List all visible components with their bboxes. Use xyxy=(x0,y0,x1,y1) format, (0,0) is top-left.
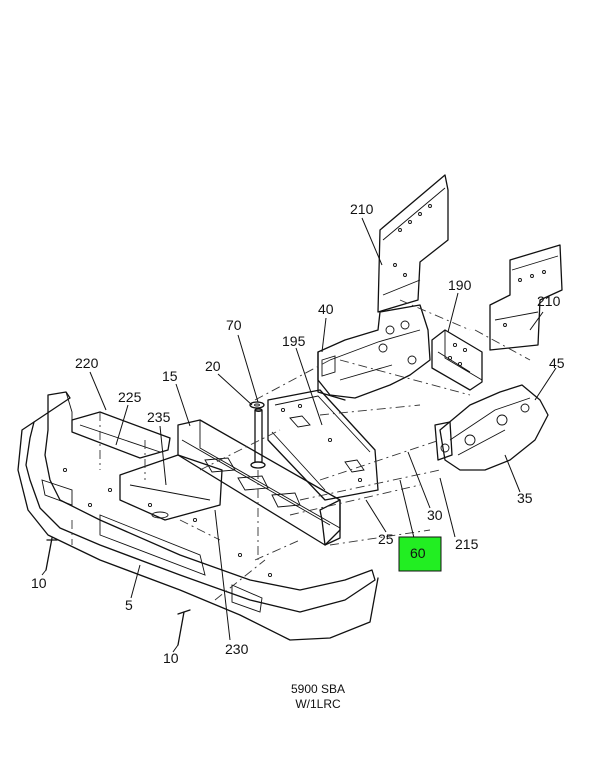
callout-70[interactable]: 70 xyxy=(226,317,242,333)
callout-60[interactable]: 60 xyxy=(410,545,426,561)
callout-195[interactable]: 195 xyxy=(282,333,306,349)
callout-235[interactable]: 235 xyxy=(147,409,171,425)
callout-25[interactable]: 25 xyxy=(378,531,394,547)
figure-caption: 5900 SBA W/1LRC xyxy=(218,682,418,712)
bumper-5 xyxy=(17,391,379,641)
callout-30[interactable]: 30 xyxy=(427,507,443,523)
frame-rail-right xyxy=(489,244,563,351)
caption-model: 5900 SBA xyxy=(290,682,346,696)
bracket-40 xyxy=(317,304,431,401)
bolt-10-bottom xyxy=(177,609,191,646)
callout-230[interactable]: 230 xyxy=(225,641,249,657)
washer-20 xyxy=(249,401,265,409)
callout-210a[interactable]: 210 xyxy=(350,201,374,217)
callout-40[interactable]: 40 xyxy=(318,301,334,317)
callout-45[interactable]: 45 xyxy=(549,355,565,371)
callout-5[interactable]: 5 xyxy=(125,597,133,613)
callout-220[interactable]: 220 xyxy=(75,355,99,371)
caption-variant: W/1LRC xyxy=(295,697,341,711)
bracket-235 xyxy=(119,454,223,521)
callout-215[interactable]: 215 xyxy=(455,536,479,552)
crossmember-195 xyxy=(267,389,379,501)
callout-10a[interactable]: 10 xyxy=(31,575,47,591)
callout-15[interactable]: 15 xyxy=(162,368,178,384)
bolt-10-left xyxy=(45,537,58,571)
channel-15 xyxy=(177,419,341,546)
callout-210b[interactable]: 210 xyxy=(537,293,561,309)
plate-190 xyxy=(431,329,483,391)
callout-190[interactable]: 190 xyxy=(448,277,472,293)
leader-lines xyxy=(41,217,557,653)
pin-70 xyxy=(250,408,266,469)
callout-10b[interactable]: 10 xyxy=(163,650,179,666)
bracket-45 xyxy=(434,384,549,471)
highlight-box-60 xyxy=(398,536,442,572)
callout-35[interactable]: 35 xyxy=(517,490,533,506)
callout-20[interactable]: 20 xyxy=(205,358,221,374)
callout-225[interactable]: 225 xyxy=(118,389,142,405)
frame-rail-left xyxy=(377,174,449,313)
